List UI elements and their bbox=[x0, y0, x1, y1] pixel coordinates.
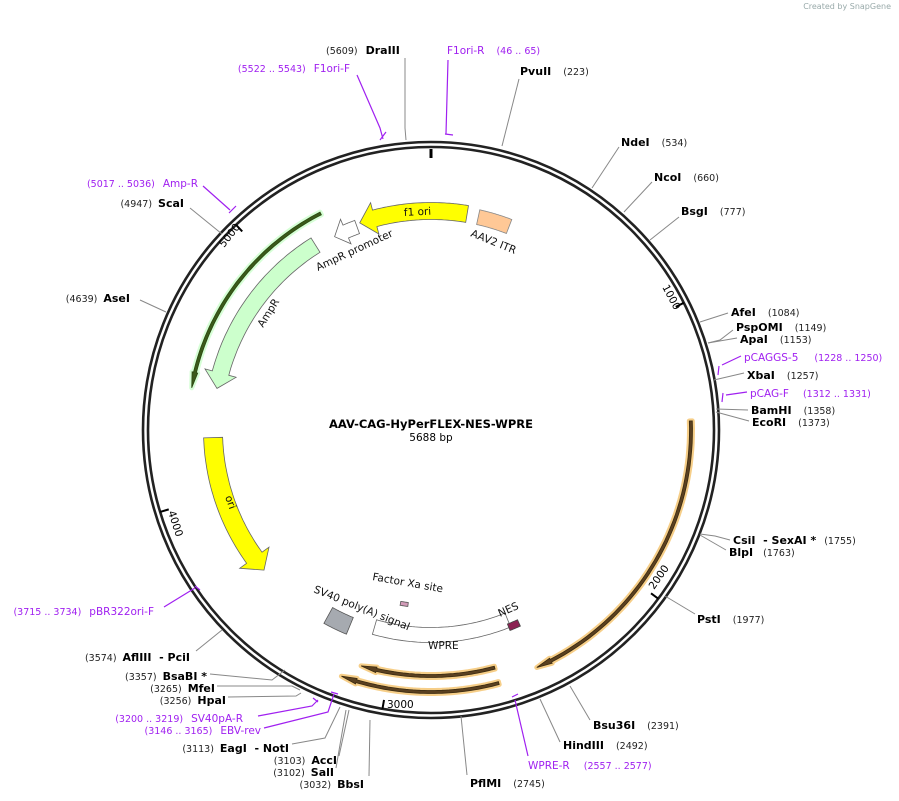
enzyme-label-apai[interactable]: ApaI(1153) bbox=[740, 333, 812, 346]
enzyme-label-ecori[interactable]: EcoRI(1373) bbox=[752, 416, 830, 429]
primer-label-f1ori-f[interactable]: (5522 .. 5543)F1ori-F bbox=[238, 63, 350, 75]
bp-tick-mark bbox=[235, 224, 243, 233]
enzyme-label-bsu36i[interactable]: Bsu36I(2391) bbox=[593, 719, 679, 732]
bp-tick-mark bbox=[650, 592, 659, 600]
ampr-arrow bbox=[204, 237, 321, 389]
enzyme-label-scai[interactable]: (4947)ScaI bbox=[120, 197, 184, 210]
enzyme-label-hpai[interactable]: (3256)HpaI bbox=[160, 694, 226, 707]
enzyme-label-blpi[interactable]: BlpI(1763) bbox=[729, 546, 795, 559]
enzyme-label-mfei[interactable]: (3265)MfeI bbox=[150, 682, 215, 695]
bottom-arrow-lower bbox=[341, 675, 500, 694]
bp-tick-mark bbox=[675, 301, 685, 308]
enzyme-label-csii-sexai[interactable]: CsiI - SexAI *(1755) bbox=[733, 534, 856, 547]
enzyme-label-eagi-noti[interactable]: (3113)EagI - NotI bbox=[182, 742, 289, 755]
ori-arrow bbox=[203, 436, 270, 571]
backbone-outer-line bbox=[141, 140, 721, 720]
enzyme-label-ndei[interactable]: NdeI(534) bbox=[621, 136, 687, 149]
feature-label-factor-xa: Factor Xa site bbox=[371, 571, 443, 595]
enzyme-label-pflmi[interactable]: PflMI(2745) bbox=[470, 777, 545, 790]
enzyme-label-afei[interactable]: AfeI(1084) bbox=[731, 306, 799, 319]
enzyme-label-drai[interactable]: (5609)DraIII bbox=[326, 44, 400, 57]
enzyme-label-asei[interactable]: (4639)AseI bbox=[66, 292, 130, 305]
enzyme-label-afliii-pcii[interactable]: (3574)AflIII - PciI bbox=[85, 651, 190, 664]
backbone-inner-line bbox=[146, 145, 716, 715]
feature-label-wpre: WPRE bbox=[428, 640, 459, 652]
primer-label-pcag-f[interactable]: pCAG-F(1312 .. 1331) bbox=[750, 388, 871, 400]
f1-ori-arrow bbox=[359, 201, 469, 235]
plasmid-name: AAV-CAG-HyPerFLEX-NES-WPRE bbox=[329, 417, 533, 431]
wpre-box bbox=[371, 612, 512, 643]
primer-labels: F1ori-R(46 .. 65) (5522 .. 5543)F1ori-F … bbox=[13, 45, 882, 772]
sv40-polya-box bbox=[323, 606, 354, 635]
factor-xa-marker bbox=[399, 601, 409, 607]
feature-label-aav2-itr: AAV2 ITR bbox=[469, 228, 518, 257]
feature-label-ori: ori bbox=[222, 494, 238, 511]
enzyme-label-xbai[interactable]: XbaI(1257) bbox=[747, 369, 818, 382]
enzyme-label-pvuii[interactable]: PvuII(223) bbox=[520, 65, 589, 78]
bottom-arrow-upper bbox=[360, 665, 496, 678]
enzyme-label-bsgi[interactable]: BsgI(777) bbox=[681, 205, 745, 218]
primer-label-amp-r[interactable]: (5017 .. 5036)Amp-R bbox=[87, 178, 198, 190]
feature-label-f1-ori: f1 ori bbox=[404, 206, 432, 219]
primer-label-sv40pa-r[interactable]: (3200 .. 3219)SV40pA-R bbox=[115, 713, 243, 725]
primer-leader-lines bbox=[163, 59, 748, 757]
snapgene-credit: Created by SnapGene bbox=[803, 2, 891, 11]
enzyme-label-hindiii[interactable]: HindIII(2492) bbox=[563, 739, 648, 752]
enzyme-leader-lines bbox=[139, 58, 750, 777]
tick-label: 1000 bbox=[659, 283, 682, 312]
enzyme-label-bamhi[interactable]: BamHI(1358) bbox=[751, 404, 835, 417]
right-arrow-highlight bbox=[534, 418, 695, 670]
nes-marker bbox=[506, 619, 521, 632]
primer-label-f1ori-r[interactable]: F1ori-R(46 .. 65) bbox=[447, 45, 540, 57]
enzyme-label-bsabi[interactable]: (3357)BsaBI * bbox=[125, 670, 207, 683]
features-layer bbox=[189, 201, 695, 696]
feature-label-sv40: SV40 poly(A) signal bbox=[312, 584, 412, 634]
tick-label: 5000 bbox=[217, 221, 243, 249]
enzyme-label-psti[interactable]: PstI(1977) bbox=[697, 613, 764, 626]
primer-label-pcaggs-5[interactable]: pCAGGS-5(1228 .. 1250) bbox=[744, 352, 882, 364]
tick-label: 3000 bbox=[387, 699, 414, 711]
backbone-ring bbox=[141, 140, 721, 720]
right-arrow bbox=[536, 420, 693, 668]
feature-label-nes: NES bbox=[496, 600, 521, 620]
primer-label-pbr322ori-f[interactable]: (3715 .. 3734)pBR322ori-F bbox=[13, 606, 154, 618]
enzyme-label-sali[interactable]: (3102)SalI bbox=[273, 766, 334, 779]
bp-tick-mark bbox=[381, 699, 386, 709]
enzyme-label-ncoi[interactable]: NcoI(660) bbox=[654, 171, 719, 184]
ampr-promoter-arrow bbox=[334, 218, 361, 245]
enzyme-label-pspomi[interactable]: PspOMI(1149) bbox=[736, 321, 826, 334]
aav2-itr-box bbox=[476, 209, 513, 235]
plasmid-length: 5688 bp bbox=[409, 432, 453, 444]
enzyme-label-acci[interactable]: (3103)AccI bbox=[274, 754, 337, 767]
primer-label-wpre-r[interactable]: WPRE-R(2557 .. 2577) bbox=[528, 760, 652, 772]
ampr-outer-arrow bbox=[191, 211, 322, 388]
enzyme-labels: (5609)DraIII PvuII(223) NdeI(534) NcoI(6… bbox=[66, 44, 856, 791]
enzyme-label-bbsi[interactable]: (3032)BbsI bbox=[300, 778, 365, 791]
bp-tick-mark bbox=[159, 508, 170, 513]
primer-label-ebv-rev[interactable]: (3146 .. 3165)EBV-rev bbox=[145, 725, 262, 737]
